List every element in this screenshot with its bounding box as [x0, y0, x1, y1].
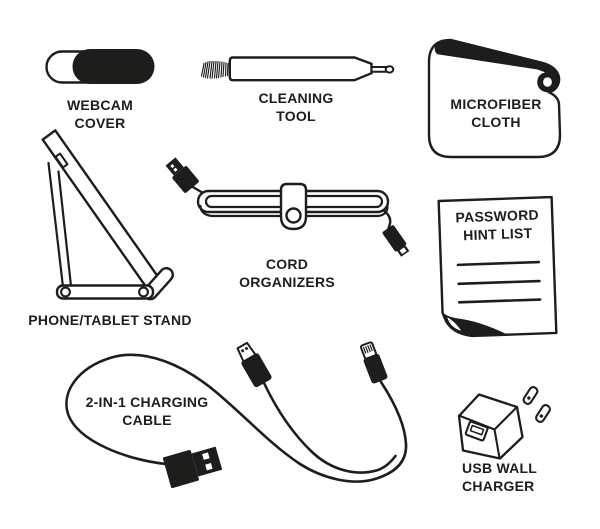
stand-strut-lines — [47, 161, 73, 289]
cleaning-tool-body — [228, 56, 373, 82]
micro-usb-plug-icon — [382, 225, 410, 257]
brush-bristles-icon — [200, 60, 229, 79]
lightning-connector-icon — [359, 341, 388, 384]
cleaning-tool-tip — [384, 65, 395, 74]
cloth-curl-opening — [543, 77, 552, 87]
password-hint-list-icon — [437, 195, 558, 338]
charging-cable-label: 2-IN-1 CHARGING CABLE — [85, 394, 209, 428]
cleaning-tool-stem — [370, 66, 388, 73]
usb-wall-charger-label: USB WALL CHARGER — [462, 460, 538, 494]
webcam-cover-slider — [72, 49, 155, 84]
cloth-fold — [434, 39, 560, 93]
paper-fold-curl — [447, 317, 462, 331]
micro-usb-connector-icon — [236, 341, 272, 388]
charging-cable-icon — [65, 341, 408, 489]
microfiber-cloth-label: MICROFIBER CLOTH — [450, 96, 542, 130]
cable-micro-strand — [262, 381, 397, 474]
webcam-cover-icon — [45, 49, 155, 84]
charger-prong-bottom — [535, 404, 551, 423]
cleaning-tool-label: CLEANING TOOL — [258, 90, 334, 124]
stand-base-bar — [55, 284, 155, 300]
usb-a-plug-icon — [165, 157, 199, 193]
paper-rule-lines — [456, 260, 542, 304]
cord-organizers-label: CORD ORGANIZERS — [239, 256, 335, 290]
paper-fold — [441, 312, 507, 337]
cleaning-tool-icon — [200, 56, 395, 82]
password-hint-list-label: PASSWORD HINT LIST — [455, 206, 540, 244]
cord-clip-hole — [285, 207, 302, 224]
webcam-cover-label: WEBCAM COVER — [66, 97, 134, 131]
phone-tablet-stand-icon — [41, 129, 174, 301]
charger-usb-port-icon — [464, 420, 489, 442]
stand-pivot-right — [138, 286, 149, 298]
microfiber-cloth-icon — [427, 38, 562, 159]
charger-prong-top — [522, 386, 539, 405]
stand-bar-slot — [54, 152, 69, 169]
usb-a-connector-icon — [162, 446, 223, 489]
charger-body — [457, 393, 524, 460]
stand-pivot-left — [60, 286, 71, 298]
usb-wall-charger-icon — [457, 386, 551, 460]
cord-organizers-icon — [165, 157, 410, 257]
phone-tablet-stand-label: PHONE/TABLET STAND — [28, 312, 192, 328]
cable-main-strand — [65, 353, 408, 483]
cord-tail — [381, 208, 392, 230]
